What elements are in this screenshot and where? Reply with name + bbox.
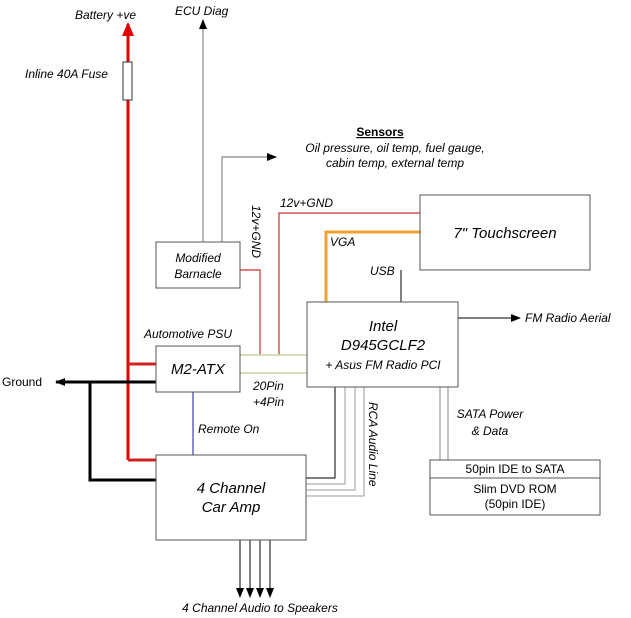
vga-label: VGA: [330, 235, 355, 249]
sata-label-2: & Data: [472, 424, 509, 438]
svg-text:+ Asus FM Radio PCI: + Asus FM Radio PCI: [325, 358, 441, 372]
svg-text:(50pin IDE): (50pin IDE): [485, 497, 546, 511]
audio-wire-1: [306, 387, 336, 479]
amp-node: 4 Channel Car Amp: [155, 454, 307, 541]
psu-node: M2-ATX: [155, 345, 241, 393]
fuse: [122, 61, 133, 101]
dvd-node: Slim DVD ROM (50pin IDE): [429, 477, 601, 516]
screen-power-wire: [278, 212, 420, 355]
audio-wire-4: [306, 387, 365, 497]
svg-text:Slim DVD ROM: Slim DVD ROM: [473, 482, 556, 496]
audio-wire-3: [306, 387, 356, 491]
amp-ground-wire: [88, 382, 156, 482]
svg-text:D945GCLF2: D945GCLF2: [341, 337, 426, 354]
svg-text:Barnacle: Barnacle: [174, 267, 222, 281]
vga-cable: [324, 230, 420, 302]
speaker-outputs: [236, 540, 274, 598]
psu-caption: Automotive PSU: [143, 327, 232, 341]
fm-aerial-label: FM Radio Aerial: [525, 311, 611, 325]
ground-label: Ground: [2, 375, 42, 389]
screen-power-label: 12v+GND: [280, 196, 333, 210]
usb-label: USB: [370, 264, 395, 278]
remote-on-label: Remote On: [198, 422, 260, 436]
svg-text:50pin IDE to SATA: 50pin IDE to SATA: [466, 462, 565, 476]
svg-text:M2-ATX: M2-ATX: [171, 361, 226, 378]
touchscreen-node: 7" Touchscreen: [419, 194, 591, 271]
svg-text:Car Amp: Car Amp: [202, 499, 261, 516]
pin-label-2: +4Pin: [253, 395, 284, 409]
sensors-line1: Oil pressure, oil temp, fuel gauge,: [305, 141, 484, 155]
svg-text:4 Channel: 4 Channel: [197, 480, 266, 497]
fuse-label: Inline 40A Fuse: [25, 67, 108, 81]
sensors-wire: [221, 153, 277, 242]
audio-wire-2: [306, 387, 346, 485]
sensors-title: Sensors: [356, 125, 404, 139]
ide-adapter-node: 50pin IDE to SATA: [429, 459, 601, 479]
sensors-line2: cabin temp, external temp: [326, 156, 464, 170]
ecu-label: ECU Diag: [175, 4, 229, 18]
barnacle-node: Modified Barnacle: [155, 241, 241, 289]
svg-text:7" Touchscreen: 7" Touchscreen: [453, 225, 556, 242]
barnacle-power-label: 12v+GND: [249, 205, 263, 258]
barnacle-power-wire: [240, 269, 261, 355]
svg-text:Intel: Intel: [369, 318, 398, 335]
intel-node: Intel D945GCLF2 + Asus FM Radio PCI: [306, 301, 459, 388]
battery-label: Battery +ve: [75, 8, 136, 22]
rca-label: RCA Audio Line: [366, 402, 380, 487]
speakers-label: 4 Channel Audio to Speakers: [182, 601, 338, 615]
sata-label-1: SATA Power: [457, 407, 524, 421]
svg-text:Modified: Modified: [175, 251, 221, 265]
pin-label-1: 20Pin: [252, 379, 284, 393]
